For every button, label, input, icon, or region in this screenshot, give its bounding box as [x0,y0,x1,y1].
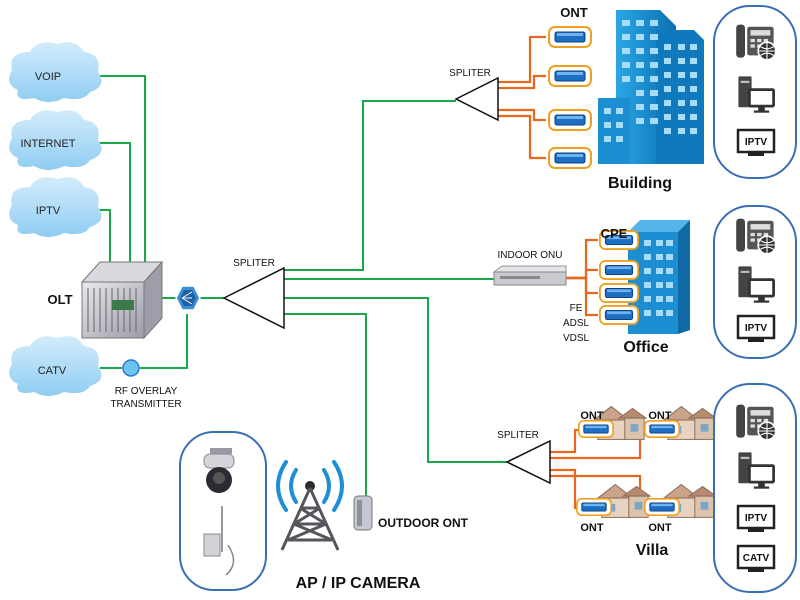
rf-overlay-label-1: RF OVERLAY [115,386,178,397]
vdsl-label: VDSL [563,333,590,344]
cpe-device-icon [598,305,640,325]
wifi-tower-icon [276,460,344,551]
office-block [628,220,690,334]
outdoor-ont-icon [353,495,373,531]
ont-device-icon [644,420,680,438]
cloud-label: INTERNET [21,138,76,150]
cloud-catv: CATV [9,336,102,396]
ont-device-icon [547,109,593,131]
ont-device-icon [547,65,593,87]
ont-device-icon [547,147,593,169]
adsl-label: ADSL [563,318,590,329]
service-panel-villa: IPTV CATV [713,383,797,593]
cloud-label: CATV [38,365,67,377]
iptv-tv-icon: IPTV [736,314,776,342]
ip-camera-icon [203,448,235,493]
voip-phone-icon [735,403,777,441]
indoor-onu-icon [492,265,567,286]
cpe-device-icon [598,260,640,280]
fiber-links [95,75,507,496]
villa-name: Villa [636,542,669,559]
svg-text:IPTV: IPTV [745,513,768,524]
villa-ont-label: ONT [580,522,604,534]
coupler-icon [175,285,201,311]
villa-ont-label: ONT [648,522,672,534]
cpe-device-icon [598,283,640,303]
voip-phone-icon [735,23,777,61]
svg-text:IPTV: IPTV [745,137,768,148]
iptv-tv-icon: IPTV [736,128,776,156]
cloud-iptv: IPTV [9,177,102,237]
indoor-onu-label: INDOOR ONU [498,250,563,261]
fe-label: FE [570,303,583,314]
access-point-icon [203,506,235,576]
building-splitter-label: SPLITER [449,68,491,79]
ont-device-icon [578,420,614,438]
iptv-tv-icon: IPTV [736,504,776,532]
main-splitter-icon [222,266,285,330]
cloud-label: VOIP [35,71,61,83]
cloud-label: IPTV [36,205,61,217]
rf-overlay-icon [122,359,140,377]
service-panel-office: IPTV [713,205,797,359]
ont-device-icon [576,498,612,516]
rf-overlay-label-2: TRANSMITTER [110,399,181,410]
catv-tv-icon: CATV [736,544,776,572]
olt-label: OLT [47,292,72,307]
cloud-voip: VOIP [9,42,102,102]
villa-ont-label: ONT [580,410,604,422]
svg-text:IPTV: IPTV [745,323,768,334]
villa-splitter-icon [505,439,551,485]
voip-phone-icon [735,217,777,255]
cloud-internet: INTERNET [9,110,102,170]
ont-device-icon [547,26,593,48]
main-splitter-label: SPLITER [233,258,275,269]
olt-chassis [80,260,164,340]
svg-text:CATV: CATV [743,553,770,564]
cpe-label: CPE [601,226,628,241]
office-name: Office [623,339,668,356]
ont-device-icon [644,498,680,516]
building-block [598,10,704,164]
building-name: Building [608,175,672,192]
building-ont-label: ONT [560,5,588,20]
outdoor-ont-label: OUTDOOR ONT [378,516,469,530]
villa-splitter-label: SPLITER [497,430,539,441]
service-panel-building: IPTV [713,5,797,179]
villa-ont-label: ONT [648,410,672,422]
ap-camera-label: AP / IP CAMERA [296,575,421,592]
building-splitter-icon [454,76,499,122]
